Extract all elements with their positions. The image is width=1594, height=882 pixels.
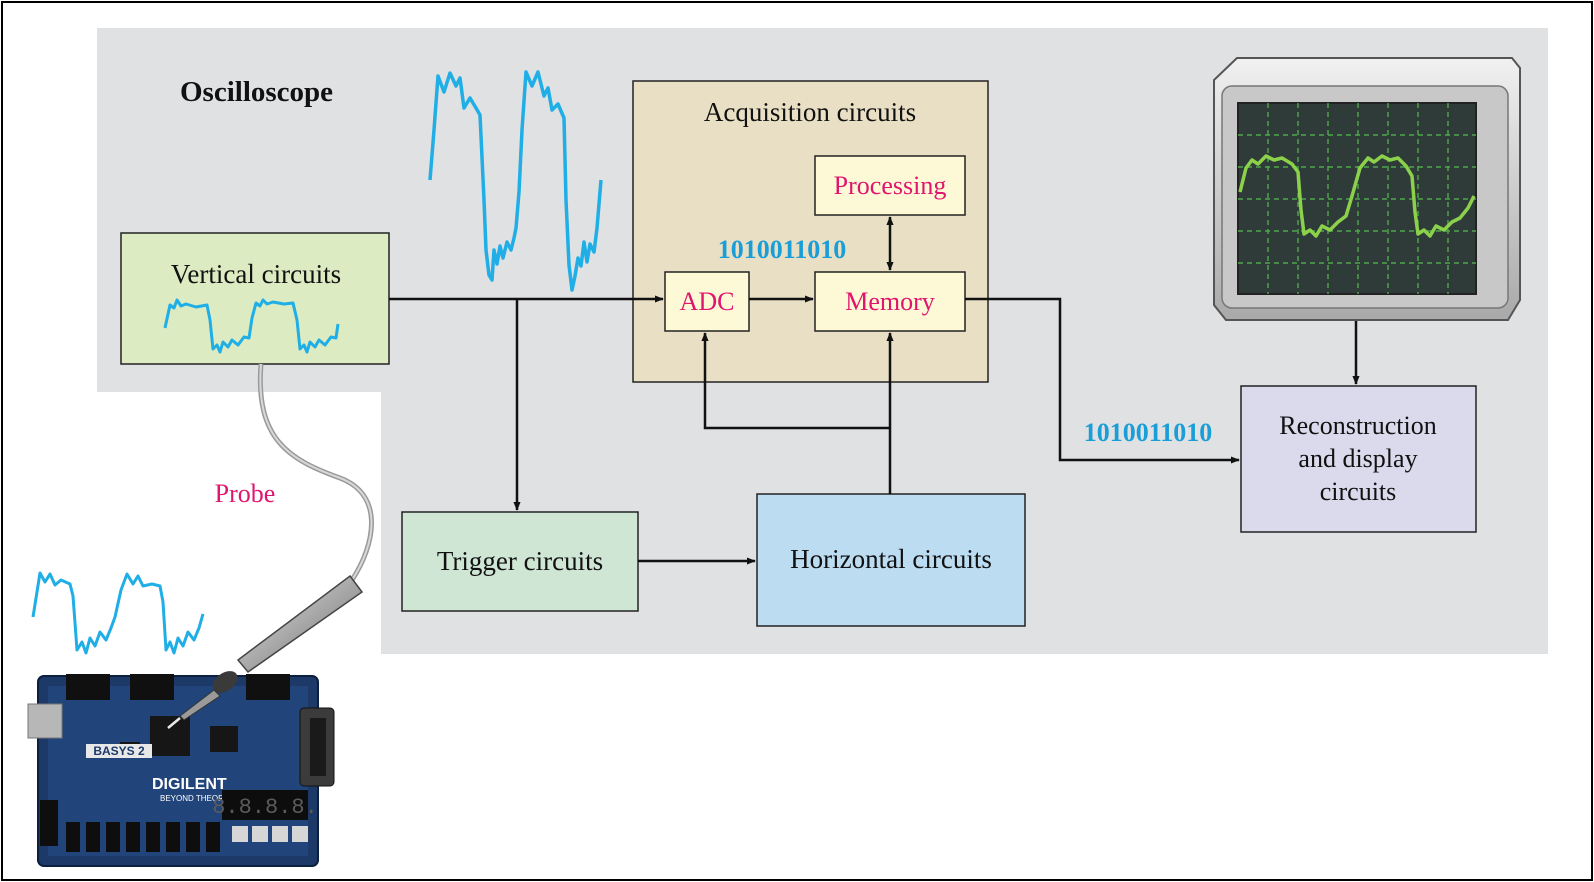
processing-label: Processing: [834, 171, 947, 200]
memory-block: [814, 271, 966, 332]
probe-label: Probe: [215, 479, 276, 508]
input-waveform: [428, 70, 603, 292]
reconstruction-display-block: [1240, 385, 1477, 533]
vertical-circuits-label: Vertical circuits: [171, 259, 341, 289]
connection-lines: [389, 216, 1360, 565]
vertical-waveform: [163, 298, 340, 354]
memory-to-reconstruction-arrow: [965, 297, 1240, 464]
adc-block: [664, 271, 750, 332]
binary-data-output: 1010011010: [1084, 418, 1213, 447]
horizontal-circuits-block: [756, 493, 1026, 627]
reconstruction-label-line2: and display: [1298, 444, 1417, 473]
acquisition-circuits-label: Acquisition circuits: [704, 97, 916, 127]
board-brand-label: DIGILENT: [152, 776, 227, 793]
trigger-circuits-block: [401, 511, 639, 612]
display-monitor: [1213, 57, 1521, 321]
screen-trace: [1238, 154, 1476, 238]
processing-block: [814, 155, 966, 216]
screen-graticule: [1238, 103, 1476, 294]
board-waveform: [31, 571, 205, 655]
board-model-label: BASYS 2: [93, 744, 145, 758]
seven-segment-display: 8.8.8.8.: [212, 795, 318, 820]
oscilloscope-title: Oscilloscope: [180, 76, 333, 108]
slide-switches: [66, 822, 220, 852]
probe-body: [167, 574, 364, 729]
acquisition-circuits-block: [632, 80, 989, 383]
memory-label: Memory: [845, 287, 935, 316]
board-tagline-label: BEYOND THEORY: [160, 794, 230, 803]
trigger-circuits-label: Trigger circuits: [437, 546, 603, 576]
vertical-circuits-block: [120, 232, 390, 365]
reconstruction-label-line3: circuits: [1320, 477, 1397, 506]
horizontal-circuits-label: Horizontal circuits: [790, 544, 992, 574]
binary-data-adc: 1010011010: [718, 235, 847, 264]
reconstruction-label-line1: Reconstruction: [1279, 411, 1436, 440]
push-buttons: [232, 826, 308, 842]
probe-cable-highlight: [259, 363, 373, 581]
adc-label: ADC: [680, 287, 735, 316]
horizontal-to-adc-feedback: [701, 332, 890, 430]
basys2-board: BASYS 2 DIGILENT BEYOND THEORY 8.8.8.8.: [27, 674, 335, 867]
